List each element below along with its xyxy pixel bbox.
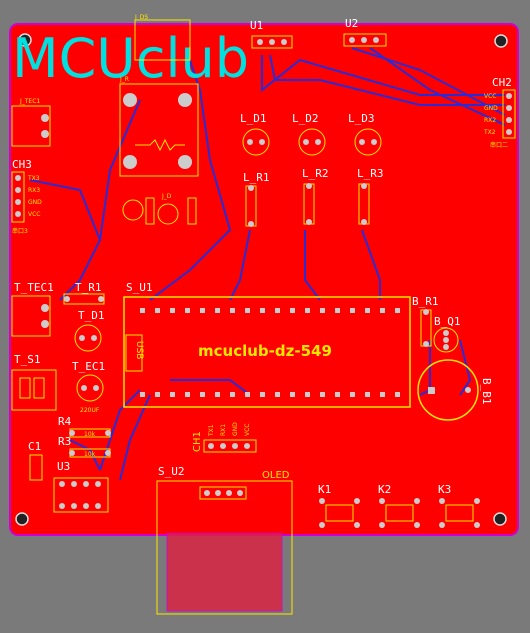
u1-header: U1 [250,19,293,49]
j-d-area: J_D [122,193,197,225]
ch2-pin-0: VCC [484,93,496,100]
t-tec1: T_TEC1 [11,281,54,337]
copper-traces [29,47,506,481]
b-b1-label: B_B1 [480,378,493,405]
r4-r3: R4 10k R3 10k [58,415,111,458]
ch2-pin-3: TX2 [483,129,496,136]
j-tec1: J_TEC1 [11,98,51,147]
r4-value: 10k [84,431,96,438]
j-d-label: J_D [161,193,172,200]
ch3-pin-0: TX3 [27,175,40,182]
ch3-header: CH3 TX3 RX3 GND VCC 串口3 [11,158,42,235]
ch3-label: CH3 [12,158,32,171]
led-resistors: L_R1 L_R2 L_R3 [243,167,384,227]
board-outline [9,23,519,536]
r3-label: R3 [58,435,71,448]
ch3-pin-3: VCC [28,211,40,218]
t-d1: T_D1 [74,309,105,352]
k3-label: K3 [438,483,451,496]
keys: K1 K2 K3 [318,483,480,528]
r4-label: R4 [58,415,72,428]
main-chip: S_U1 USB mcuclub-dz-549 [123,281,411,408]
l-r1-label: L_R1 [243,171,270,184]
u1-label: U1 [250,19,263,32]
ch1-pin-1: RX1 [220,424,227,436]
oled-hatch [166,532,283,612]
c1: C1 [28,440,43,481]
l-d1-label: L_D1 [240,112,267,125]
buzzer-area: B_R1 B_Q1 B_B1 [412,295,493,421]
ch1-header: CH1 TX1 RX1 GND VCC [192,422,257,453]
oled-label: OLED [262,470,290,481]
k2-label: K2 [378,483,391,496]
u3-label: U3 [57,460,70,473]
j-ds-connector: J_DS [134,14,191,61]
u2-label: U2 [345,17,358,30]
j-tec1-label: J_TEC1 [19,98,40,105]
l-r2-label: L_R2 [302,167,329,180]
ch3-note: 串口3 [12,227,28,235]
t-d1-label: T_D1 [78,309,105,322]
usb-label: USB [134,341,144,359]
ch2-header: CH2 VCC GND RX2 TX2 串口二 [483,76,516,149]
t-tec1-label: T_TEC1 [14,281,54,294]
relay-label: J_R [119,76,129,83]
ch2-pin-2: RX2 [484,117,496,124]
t-s1: T_S1 [11,353,57,411]
chip-pins-top [140,308,400,313]
t-ec1: T_EC1 220UF [72,360,105,414]
t-s1-label: T_S1 [14,353,41,366]
l-r3-label: L_R3 [357,167,384,180]
chip-label: mcuclub-dz-549 [198,342,332,360]
s-u1-label: S_U1 [126,281,153,294]
k1-label: K1 [318,483,331,496]
t-r1: T_R1 [63,281,105,305]
ch2-pin-1: GND [484,105,498,112]
b-r1-label: B_R1 [412,295,439,308]
ch3-pin-1: RX3 [28,187,40,194]
ch1-pin-3: VCC [244,424,251,436]
t-ec1-label: T_EC1 [72,360,105,373]
logo-text: MCUclub [12,27,249,90]
ch1-label: CH1 [192,431,203,452]
l-d2-label: L_D2 [292,112,319,125]
ch2-label: CH2 [492,76,512,89]
t-r1-label: T_R1 [75,281,102,294]
relay-block: J_R [119,76,199,177]
j-ds-label: J_DS [134,14,148,21]
b-q1-label: B_Q1 [434,315,461,328]
ch2-note: 串口二 [490,141,508,149]
ch1-pin-0: TX1 [208,424,215,437]
l-d3-label: L_D3 [348,112,375,125]
chip-pins-bottom [140,392,400,397]
u2-header: U2 [343,17,387,47]
cap-note: 220UF [80,407,100,414]
oled-module: S_U2 OLED [156,465,293,615]
r3-value: 10k [84,451,96,458]
c1-label: C1 [28,440,41,453]
ch1-pin-2: GND [232,422,239,436]
u3: U3 [53,460,109,513]
ch3-pin-2: GND [28,199,42,206]
s-u2-label: S_U2 [158,465,185,478]
led-row: L_D1 L_D2 L_D3 [240,112,382,156]
mounting-holes [15,33,508,526]
